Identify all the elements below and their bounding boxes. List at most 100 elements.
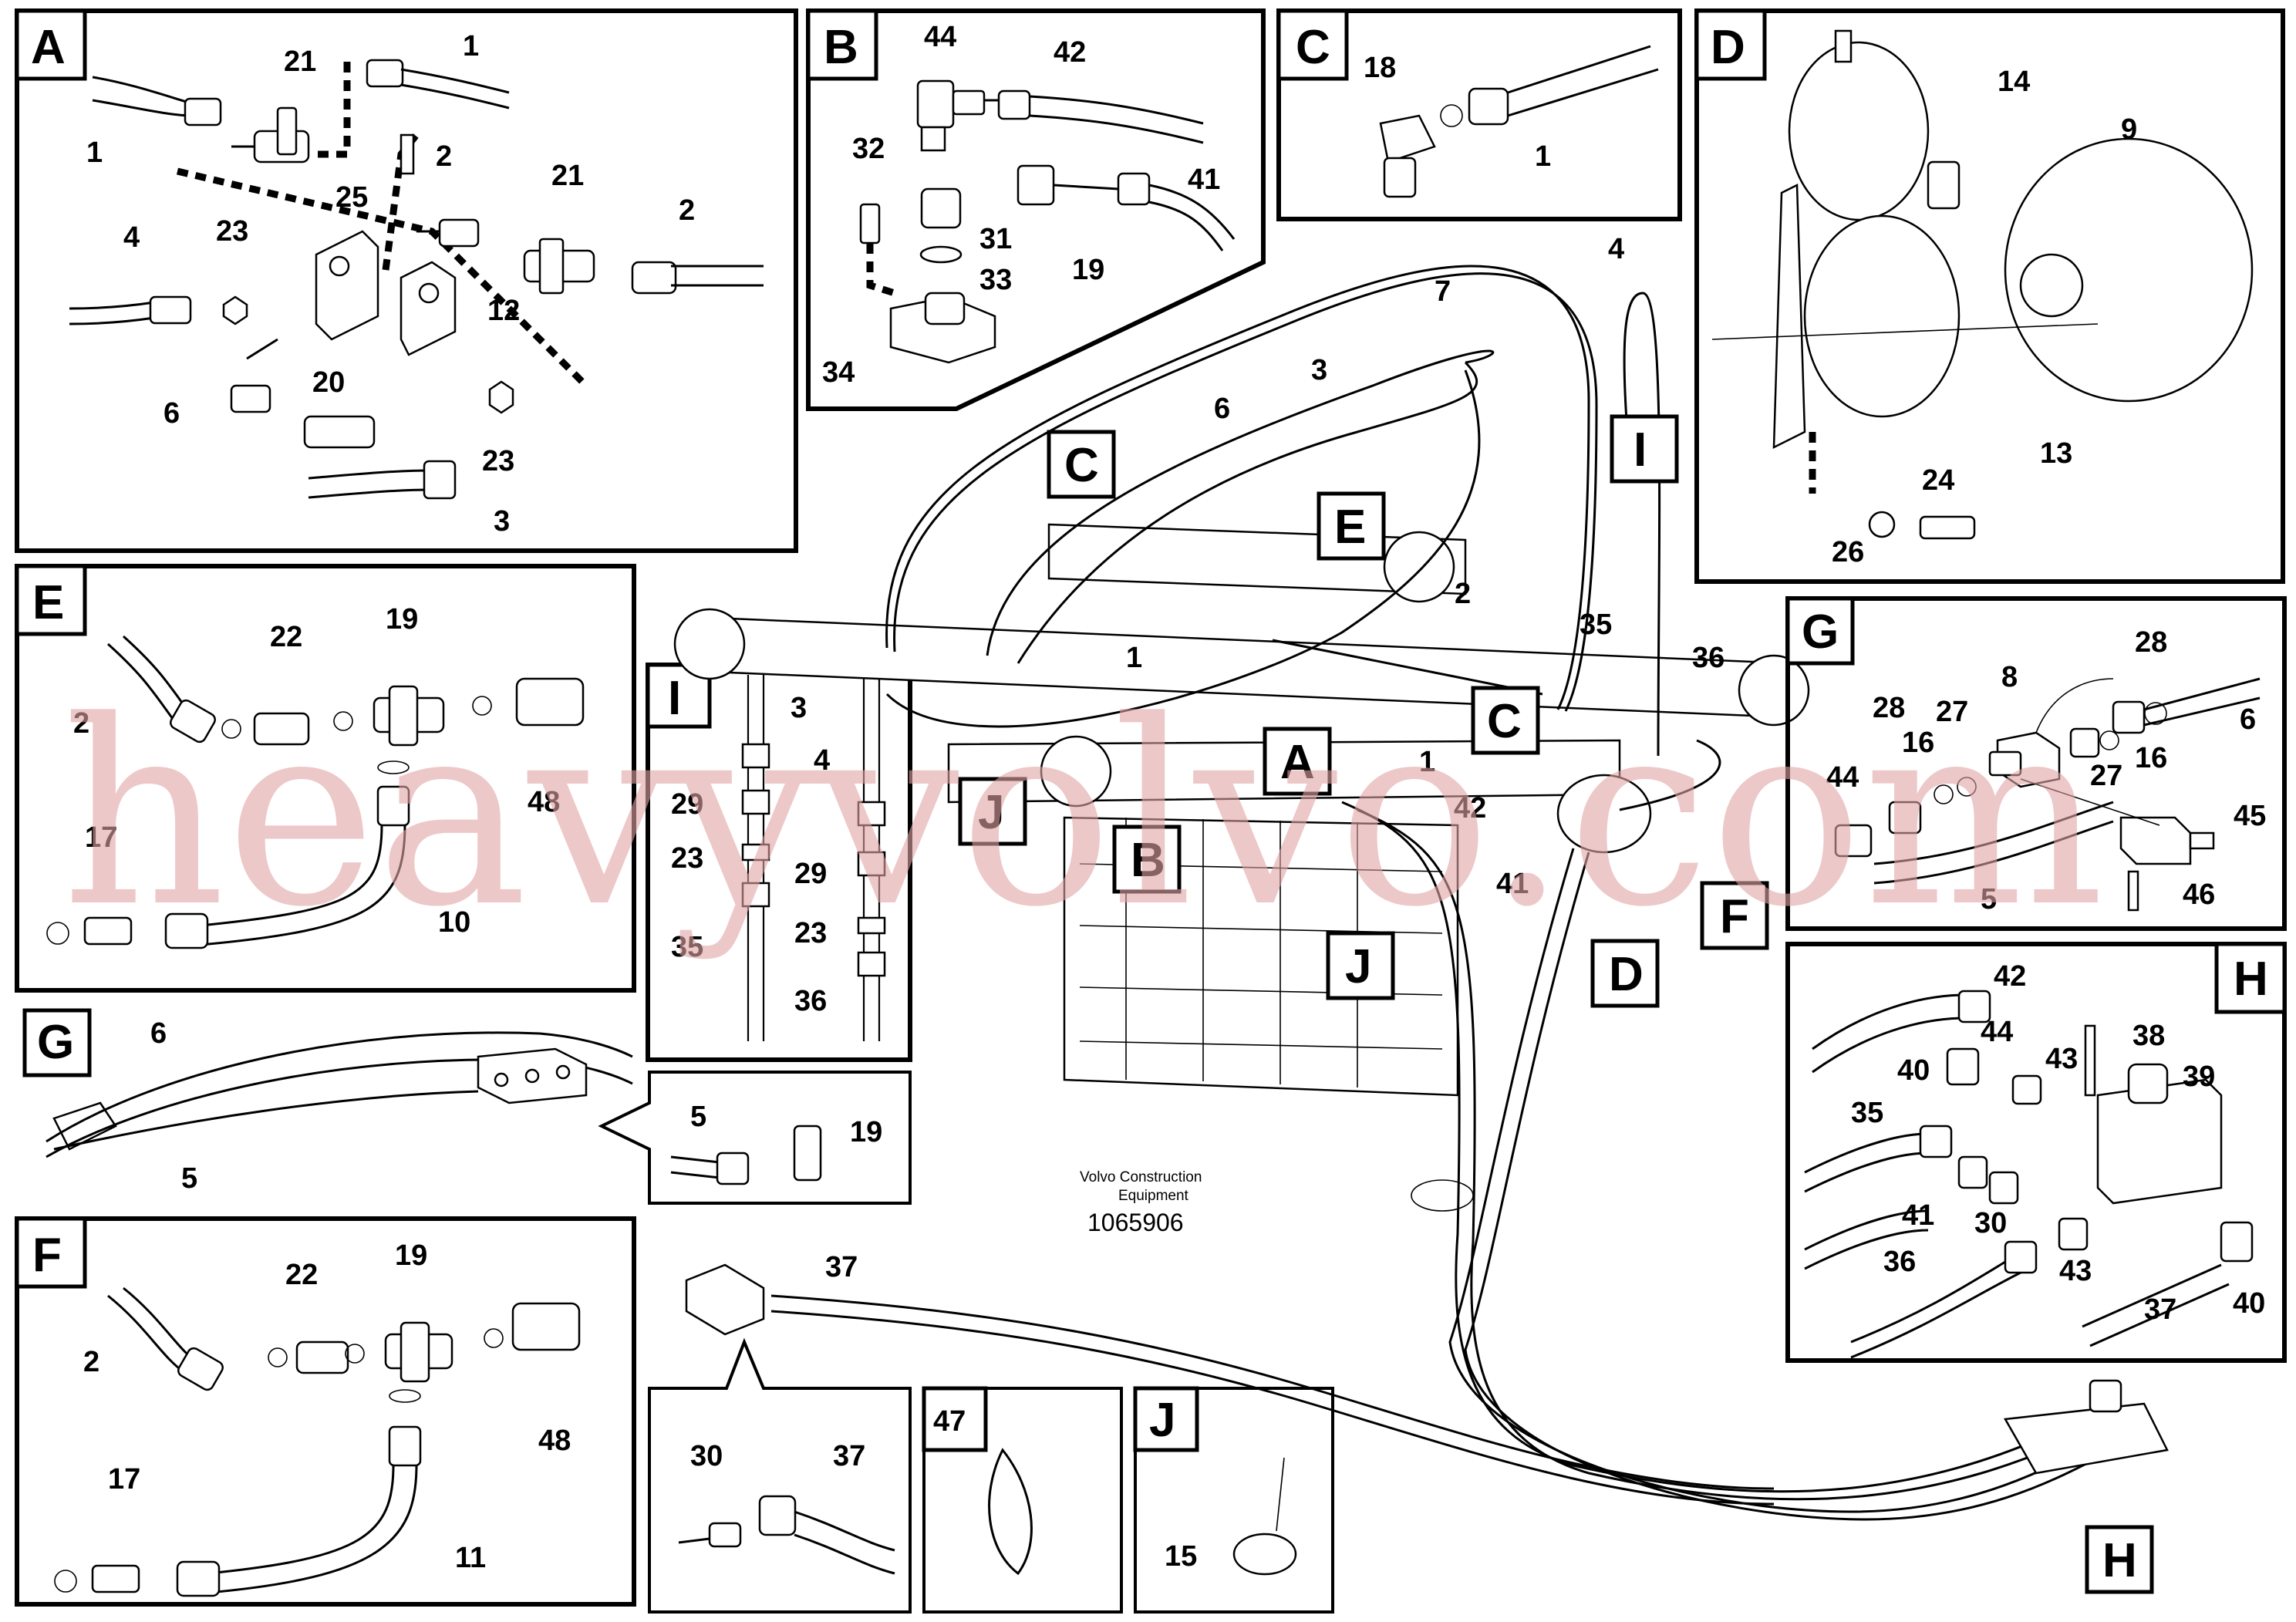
caption-line2: Equipment [1118, 1188, 1189, 1204]
part-label: 17 [108, 1463, 140, 1496]
part-label: 37 [2144, 1293, 2176, 1326]
panel-d: D 14 9 13 24 26 [1694, 8, 2285, 584]
part-label: 44 [1981, 1016, 2013, 1048]
panel-c: C 18 1 [1276, 8, 1682, 221]
part-label: 42 [1054, 36, 1086, 69]
panel-47: 47 [922, 1386, 1123, 1614]
part-label: 46 [2183, 878, 2215, 911]
panel-letter: G [1802, 605, 1839, 659]
part-label: 34 [822, 356, 855, 389]
part-label: 20 [312, 366, 345, 399]
callout-h: H [2102, 1534, 2137, 1587]
part-label: 41 [1496, 868, 1529, 900]
part-label: 11 [455, 1542, 486, 1574]
part-label: 5 [181, 1162, 197, 1195]
part-label: 2 [436, 140, 452, 173]
part-label: 29 [794, 858, 827, 890]
panel-37: 37 30 37 [648, 1251, 912, 1614]
panel-letter: B [824, 21, 858, 74]
part-label: 1 [463, 30, 479, 62]
part-label: 36 [794, 985, 827, 1017]
part-label: 2 [83, 1346, 99, 1378]
part-label: 19 [386, 603, 418, 636]
part-label: 16 [1902, 727, 1934, 759]
panel-letter: F [32, 1229, 62, 1282]
part-label: 3 [1311, 354, 1327, 386]
part-label: 30 [1974, 1207, 2007, 1239]
part-label: 47 [933, 1405, 966, 1438]
part-label: 3 [791, 692, 807, 724]
part-label: 48 [538, 1425, 571, 1457]
part-label: 14 [1998, 66, 2030, 98]
callout-i: I [1633, 423, 1647, 477]
part-label: 21 [284, 46, 316, 78]
callout-c: C [1487, 695, 1522, 748]
part-label: 36 [1692, 642, 1725, 674]
part-label: 19 [1072, 254, 1104, 286]
callout-d: D [1609, 948, 1644, 1001]
callout-b: B [1131, 834, 1165, 887]
part-label: 23 [671, 842, 703, 875]
part-label: 39 [2183, 1061, 2215, 1093]
part-label: 24 [1922, 464, 1954, 497]
panel-e: E 22 19 2 48 17 10 [15, 564, 636, 993]
panel-g-inset: 5 19 [598, 1071, 912, 1205]
panel-g-overview: G 6 5 [22, 1008, 633, 1195]
panel-letter: H [2234, 953, 2268, 1006]
part-label: 1 [86, 137, 103, 169]
callout-e: E [1334, 501, 1366, 554]
caption-company: Volvo Construction [1080, 1169, 1202, 1185]
panel-f: F 22 19 2 48 17 11 [15, 1216, 636, 1607]
part-label: 6 [150, 1017, 167, 1050]
part-label: 19 [850, 1116, 882, 1148]
part-label: 40 [2233, 1287, 2265, 1320]
part-label: 45 [2234, 800, 2266, 832]
callout-f: F [1720, 890, 1749, 943]
part-label: 4 [123, 221, 140, 254]
panel-letter: J [1149, 1394, 1175, 1447]
part-label: 22 [285, 1259, 318, 1291]
part-label: 38 [2132, 1020, 2165, 1052]
part-label: 43 [2059, 1255, 2092, 1287]
main-assembly: 3 7 4 6 2 35 36 1 1 42 41 C I E C A J B … [673, 233, 2169, 1594]
part-label: 4 [814, 744, 830, 777]
part-label: 6 [2240, 703, 2256, 736]
part-label: 44 [1826, 761, 1859, 794]
part-label: 4 [1608, 233, 1624, 265]
doc-number: 1065906 [1087, 1209, 1184, 1236]
part-label: 36 [1883, 1246, 1916, 1278]
panel-letter: G [37, 1016, 74, 1069]
panel-letter: E [32, 576, 64, 629]
part-label: 2 [679, 194, 695, 227]
panel-i: I 3 4 29 23 29 35 23 36 [646, 663, 912, 1062]
panel-letter: I [668, 672, 681, 725]
part-label: 35 [1851, 1097, 1883, 1129]
part-label: 7 [1435, 275, 1451, 308]
part-label: 5 [1981, 883, 1997, 916]
part-label: 27 [1936, 696, 1968, 728]
part-label: 44 [924, 21, 956, 53]
part-label: 35 [1580, 609, 1612, 641]
watermark: heavyvolvo.com [62, 666, 2105, 963]
part-label: 29 [671, 788, 703, 821]
part-label: 37 [833, 1440, 865, 1472]
part-label: 23 [794, 917, 827, 949]
part-label: 1 [1419, 746, 1435, 778]
panel-letter: C [1296, 21, 1330, 74]
part-label: 9 [2121, 113, 2137, 146]
part-label: 32 [852, 133, 885, 165]
part-label: 37 [825, 1251, 858, 1283]
part-label: 28 [2135, 626, 2167, 659]
part-label: 27 [2090, 760, 2122, 792]
callout-j: J [1345, 940, 1371, 993]
part-label: 30 [690, 1440, 723, 1472]
part-label: 41 [1902, 1199, 1934, 1232]
part-label: 42 [1454, 792, 1486, 824]
panel-letter: D [1711, 21, 1745, 74]
part-label: 1 [1535, 140, 1551, 173]
part-label: 26 [1832, 536, 1864, 568]
part-label: 41 [1188, 164, 1220, 196]
part-label: 15 [1165, 1540, 1197, 1573]
panel-j: J 15 [1133, 1386, 1334, 1614]
part-label: 18 [1364, 52, 1396, 84]
